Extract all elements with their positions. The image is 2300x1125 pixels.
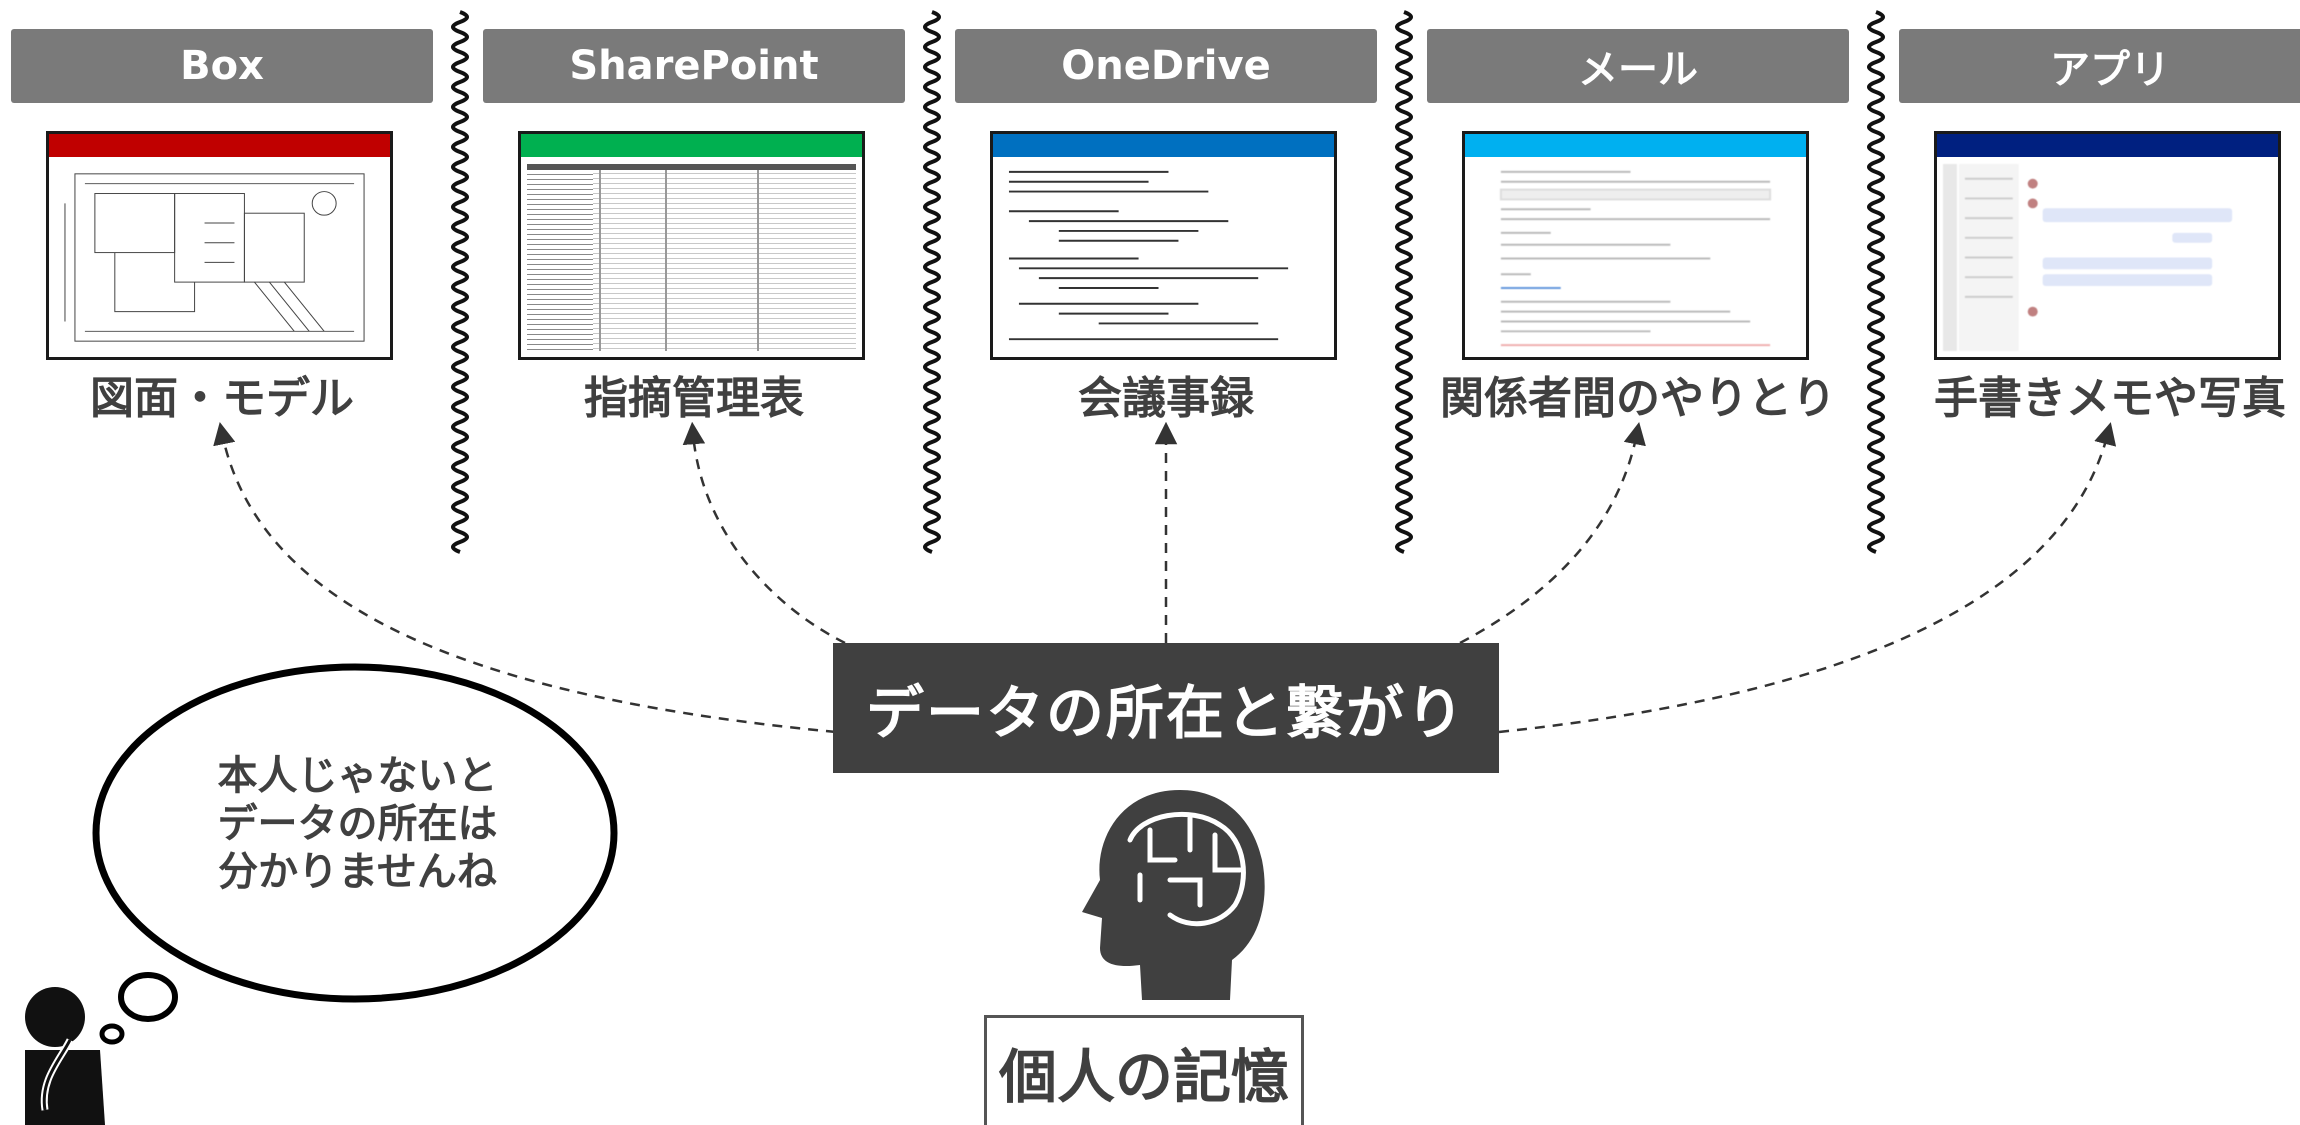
blueprint-thumbnail xyxy=(55,164,384,351)
tab-box: Box xyxy=(11,29,433,103)
arrow-to-sharepoint xyxy=(682,421,846,645)
mail-preview xyxy=(1462,131,1809,360)
chat-app-thumbnail xyxy=(1943,164,2272,351)
caption-mail: 関係者間のやりとり xyxy=(1440,373,1836,424)
data-location-label: データの所在と繋がり xyxy=(865,679,1466,747)
tab-mail: メール xyxy=(1427,29,1849,103)
app-preview xyxy=(1934,131,2281,360)
spreadsheet-thumbnail xyxy=(527,164,856,351)
divider-4-squiggle xyxy=(1867,10,1885,554)
brain-head-icon xyxy=(1082,790,1265,1000)
thought-line: データの所在は xyxy=(217,801,498,847)
arrow-to-mail xyxy=(1459,421,1646,645)
onedrive-preview xyxy=(990,131,1337,360)
thought-line: 分かりませんね xyxy=(218,849,497,895)
caption-app: 手書きメモや写真 xyxy=(1934,373,2286,424)
divider-2-squiggle xyxy=(923,10,941,554)
thought-line: 本人じゃないと xyxy=(217,753,498,799)
caption-sharepoint: 指摘管理表 xyxy=(584,373,804,424)
onedrive-bar xyxy=(993,134,1334,157)
app-bar xyxy=(1937,134,2278,157)
memory-label: 個人の記憶 xyxy=(998,1042,1289,1111)
sharepoint-bar xyxy=(521,134,862,157)
document-thumbnail xyxy=(999,164,1328,351)
caption-onedrive: 会議事録 xyxy=(1078,373,1254,424)
thought-text: 本人じゃないと データの所在は 分かりませんね xyxy=(130,752,585,896)
memory-box: 個人の記憶 xyxy=(984,1015,1304,1125)
box-bar xyxy=(49,134,390,157)
divider-3-squiggle xyxy=(1395,10,1413,554)
arrow-to-app xyxy=(1498,422,2117,734)
email-thumbnail xyxy=(1471,164,1800,351)
box-preview xyxy=(46,131,393,360)
data-location-box: データの所在と繋がり xyxy=(833,643,1499,773)
tab-onedrive: OneDrive xyxy=(955,29,1377,103)
tab-sharepoint: SharePoint xyxy=(483,29,905,103)
thought-bubble xyxy=(92,663,618,1045)
sharepoint-preview xyxy=(518,131,865,360)
thinking-person-icon xyxy=(25,987,105,1125)
tab-app: アプリ xyxy=(1899,29,2300,103)
caption-box: 図面・モデル xyxy=(90,373,354,424)
mail-bar xyxy=(1465,134,1806,157)
divider-1-squiggle xyxy=(451,10,469,554)
